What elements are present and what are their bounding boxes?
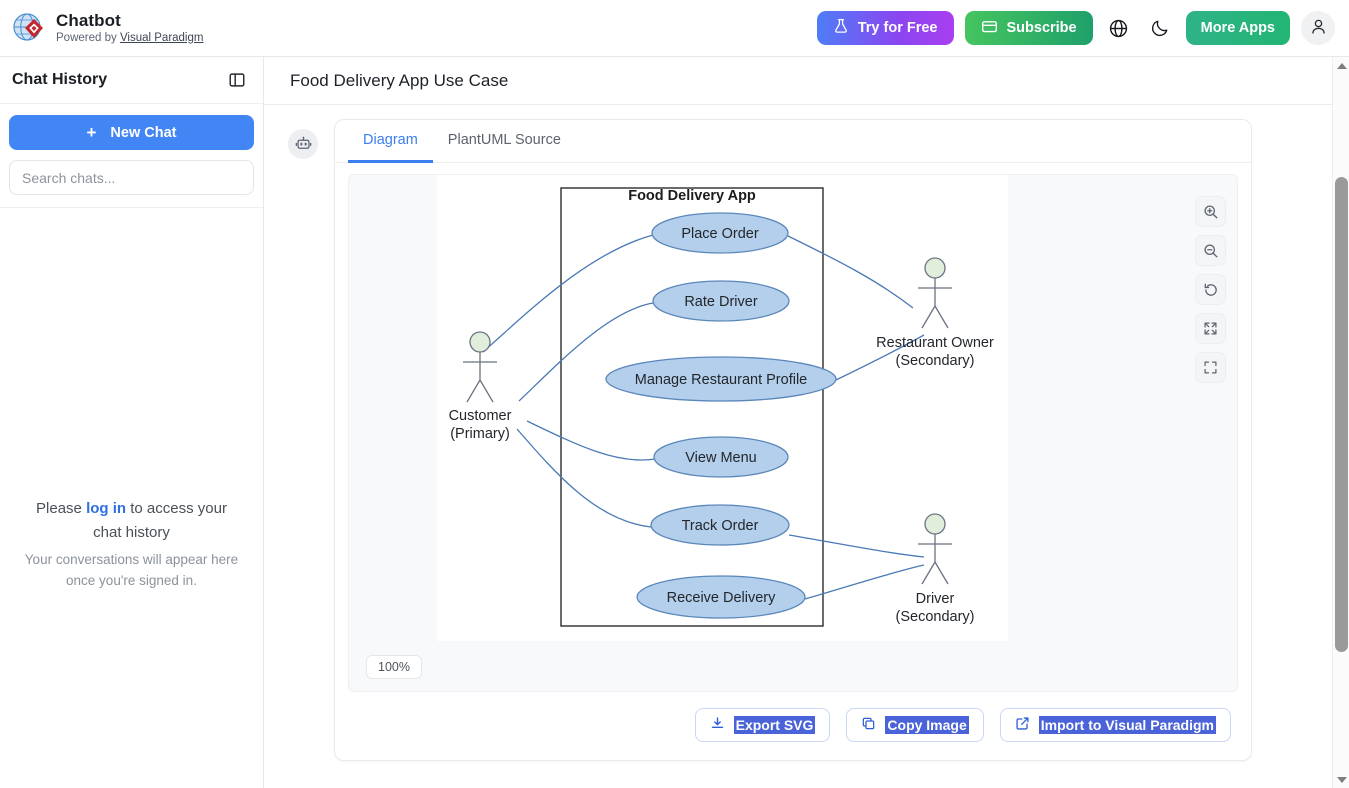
chat-history-empty-state: Please log in to access your chat histor… — [0, 497, 263, 591]
uml-use-case-svg: Food Delivery App — [449, 187, 994, 627]
use-case-place-order: Place Order — [681, 226, 759, 242]
actor-restaurant-owner-role: (Secondary) — [896, 353, 975, 369]
powered-by-text: Powered by — [56, 32, 120, 44]
sidebar: Chat History + New Chat Please log in to… — [0, 57, 264, 788]
top-header: Chatbot Powered by Visual Paradigm Try f… — [0, 0, 1349, 57]
tab-diagram[interactable]: Diagram — [348, 120, 433, 163]
brand: Chatbot Powered by Visual Paradigm — [12, 11, 203, 45]
sidebar-header: Chat History — [0, 57, 263, 104]
copy-image-button[interactable]: Copy Image — [846, 708, 984, 742]
new-chat-label: New Chat — [110, 124, 177, 141]
use-case-rate-driver: Rate Driver — [684, 294, 757, 310]
tab-plantuml-source[interactable]: PlantUML Source — [433, 120, 576, 163]
assistant-message-row: Diagram PlantUML Source Food Delivery Ap… — [264, 105, 1333, 761]
actor-driver-name: Driver — [916, 591, 955, 607]
flask-icon — [833, 18, 849, 38]
sidebar-controls: + New Chat — [0, 104, 263, 208]
use-case-view-menu: View Menu — [685, 450, 756, 466]
main-panel: Food Delivery App Use Case Diagram Plant… — [264, 57, 1333, 788]
fit-screen-icon[interactable] — [1195, 313, 1226, 344]
login-prompt: Please log in to access your chat histor… — [22, 497, 241, 545]
plus-icon: + — [86, 123, 97, 142]
actor-restaurant-owner-name: Restaurant Owner — [876, 335, 994, 351]
more-apps-label: More Apps — [1200, 20, 1275, 36]
header-actions: Try for Free Subscribe — [816, 11, 1335, 45]
actor-driver — [918, 513, 952, 585]
use-case-track-order: Track Order — [682, 518, 759, 534]
panel-collapse-icon[interactable] — [225, 68, 249, 92]
new-chat-button[interactable]: + New Chat — [9, 115, 254, 150]
actor-customer-role: (Primary) — [450, 426, 510, 442]
moon-icon[interactable] — [1145, 13, 1175, 43]
try-for-free-button[interactable]: Try for Free — [816, 11, 954, 45]
use-case-receive-delivery: Receive Delivery — [667, 590, 777, 606]
diagram-card: Diagram PlantUML Source Food Delivery Ap… — [334, 119, 1252, 761]
visual-paradigm-globe-logo-icon — [12, 11, 46, 45]
globe-icon[interactable] — [1104, 13, 1134, 43]
login-link[interactable]: log in — [86, 500, 127, 517]
vertical-scrollbar[interactable] — [1332, 57, 1349, 788]
zoom-in-icon[interactable] — [1195, 196, 1226, 227]
diagram-canvas[interactable]: Food Delivery App — [348, 174, 1238, 692]
download-icon — [710, 716, 725, 734]
card-action-buttons: Export SVG Copy Image — [335, 692, 1251, 760]
copy-image-label: Copy Image — [885, 716, 969, 734]
subscribe-label: Subscribe — [1006, 20, 1077, 36]
credit-card-icon — [981, 18, 998, 39]
visual-paradigm-link[interactable]: Visual Paradigm — [119, 32, 204, 44]
robot-icon — [288, 129, 318, 159]
chat-history-title: Chat History — [12, 71, 108, 88]
zoom-level-badge: 100% — [366, 655, 422, 679]
scroll-thumb[interactable] — [1335, 177, 1348, 652]
card-tabs: Diagram PlantUML Source — [335, 120, 1251, 163]
actor-restaurant-owner — [918, 257, 952, 329]
export-svg-button[interactable]: Export SVG — [694, 708, 831, 742]
login-prompt-suffix: to access your chat history — [93, 500, 227, 541]
zoom-toolbar — [1195, 196, 1226, 383]
import-to-visual-paradigm-label: Import to Visual Paradigm — [1038, 716, 1216, 734]
actor-driver-role: (Secondary) — [896, 609, 975, 625]
zoom-out-icon[interactable] — [1195, 235, 1226, 266]
account-avatar-button[interactable] — [1301, 11, 1335, 45]
brand-powered-by: Powered by Visual Paradigm — [56, 31, 203, 45]
login-prompt-sub: Your conversations will appear here once… — [24, 552, 239, 588]
external-link-icon — [1015, 716, 1030, 734]
use-case-manage-restaurant-profile: Manage Restaurant Profile — [635, 372, 808, 388]
page-title: Food Delivery App Use Case — [290, 70, 509, 90]
system-boundary-label: Food Delivery App — [628, 188, 756, 204]
subscribe-button[interactable]: Subscribe — [964, 11, 1093, 45]
export-svg-label: Export SVG — [733, 716, 816, 734]
scroll-up-arrow-icon[interactable] — [1333, 57, 1349, 74]
user-icon — [1309, 17, 1328, 39]
fullscreen-icon[interactable] — [1195, 352, 1226, 383]
import-to-visual-paradigm-button[interactable]: Import to Visual Paradigm — [999, 708, 1231, 742]
copy-icon — [861, 716, 876, 734]
scroll-down-arrow-icon[interactable] — [1333, 771, 1349, 788]
use-case-diagram-image: Food Delivery App — [437, 175, 1008, 641]
reset-zoom-icon[interactable] — [1195, 274, 1226, 305]
try-for-free-label: Try for Free — [857, 20, 938, 36]
brand-title: Chatbot — [56, 11, 121, 30]
main-header: Food Delivery App Use Case — [264, 57, 1333, 105]
actor-customer — [463, 331, 497, 403]
more-apps-button[interactable]: More Apps — [1185, 11, 1290, 45]
actor-customer-name: Customer — [449, 408, 512, 424]
login-prompt-prefix: Please — [36, 500, 87, 517]
search-chats-input[interactable] — [9, 160, 254, 195]
